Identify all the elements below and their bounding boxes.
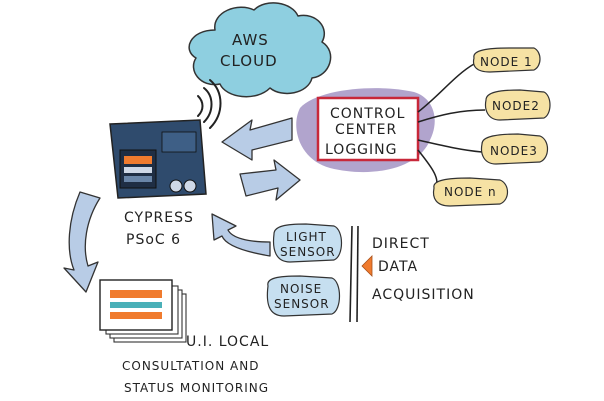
- ui-local-line1: U.I. LOCAL: [186, 334, 269, 350]
- noise-sensor: NOISE SENSOR: [266, 275, 341, 317]
- node-2: NODE2: [484, 89, 551, 121]
- arrow-from-sensors: [211, 213, 271, 257]
- arrow-to-ui: [63, 191, 101, 293]
- acquisition-label: ACQUISITION: [372, 287, 475, 303]
- node-3-label: NODE3: [490, 144, 538, 158]
- cloud-title-line2: CLOUD: [220, 52, 278, 70]
- ui-bar-teal: [110, 302, 162, 308]
- control-center: CONTROL CENTER LOGGING: [296, 88, 435, 173]
- cypress-board: [109, 119, 207, 199]
- ui-bar-orange-2: [110, 312, 162, 319]
- ui-local-line2: CONSULTATION AND: [122, 359, 259, 373]
- node-n-label: NODE n: [444, 185, 497, 199]
- node-3: NODE3: [480, 133, 549, 165]
- light-sensor-line2: SENSOR: [280, 245, 336, 259]
- aws-cloud: AWS CLOUD: [188, 2, 332, 98]
- light-sensor-line1: LIGHT: [286, 230, 327, 244]
- direct-label: DIRECT: [372, 236, 430, 252]
- wireless-icon: [197, 79, 222, 129]
- node-n: NODE n: [432, 177, 509, 207]
- ui-bar-orange: [110, 290, 162, 298]
- ui-local-line3: STATUS MONITORING: [124, 381, 269, 395]
- control-center-line2: CENTER: [335, 122, 397, 138]
- device-label-line2: PSoC 6: [126, 232, 181, 248]
- acquisition-bracket: [349, 225, 359, 323]
- light-sensor: LIGHT SENSOR: [272, 223, 343, 263]
- node-connections: [417, 63, 486, 187]
- cloud-title-line1: AWS: [232, 31, 269, 49]
- data-label: DATA: [378, 259, 418, 275]
- node-1: NODE 1: [472, 47, 541, 73]
- node-1-label: NODE 1: [480, 55, 533, 69]
- noise-sensor-line2: SENSOR: [274, 297, 330, 311]
- arrow-to-device: [221, 117, 293, 161]
- control-center-line1: CONTROL: [330, 106, 405, 122]
- acquisition-marker-icon: [361, 255, 373, 277]
- arrow-to-control-center: [239, 159, 301, 201]
- node-2-label: NODE2: [492, 99, 540, 113]
- ui-documents: [99, 279, 187, 343]
- device-label-line1: CYPRESS: [124, 210, 194, 226]
- noise-sensor-line1: NOISE: [280, 282, 322, 296]
- logging-label: LOGGING: [325, 142, 397, 158]
